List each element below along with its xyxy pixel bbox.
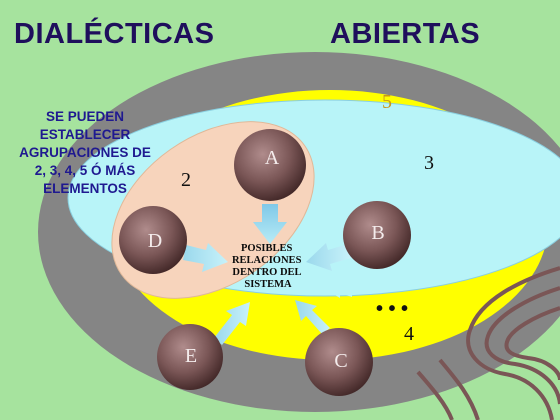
node-e: E [157,324,223,390]
caption-text: SE PUEDEN ESTABLECER AGRUPACIONES DE 2, … [0,108,170,198]
ellipsis-dots: • • • [376,298,408,320]
svg-text:E: E [185,345,197,367]
title-abiertas: ABIERTAS [330,18,481,50]
number-2: 2 [181,169,191,191]
caption-line: 2, 3, 4, 5 Ó MÁS [34,163,136,178]
svg-text:D: D [148,230,162,252]
number-3: 3 [424,152,434,174]
arrow-from-right [325,279,352,298]
center-label: POSIBLES RELACIONES DENTRO DEL SISTEMA [232,243,304,290]
arrow-from-d [183,243,228,272]
caption-line: SE PUEDEN [45,109,125,124]
node-c: C [305,328,373,396]
relation-arrows [183,204,352,345]
svg-text:A: A [265,147,280,169]
caption-line: ELEMENTOS [43,181,127,196]
arrow-from-e [214,302,250,345]
node-b: B [343,201,411,269]
wave-lines [416,266,560,420]
arrow-from-b [306,243,351,271]
arrow-from-c [295,300,330,334]
arrow-from-a [253,204,287,244]
number-4: 4 [404,323,414,345]
caption-line: AGRUPACIONES DE [19,145,151,160]
svg-text:C: C [334,350,347,372]
caption-line: ESTABLECER [39,127,131,142]
title-dialecticas: DIALÉCTICAS [14,18,215,50]
svg-text:B: B [371,222,384,244]
node-d: D [119,206,187,274]
node-a: A [234,129,306,201]
number-5: 5 [382,91,392,113]
